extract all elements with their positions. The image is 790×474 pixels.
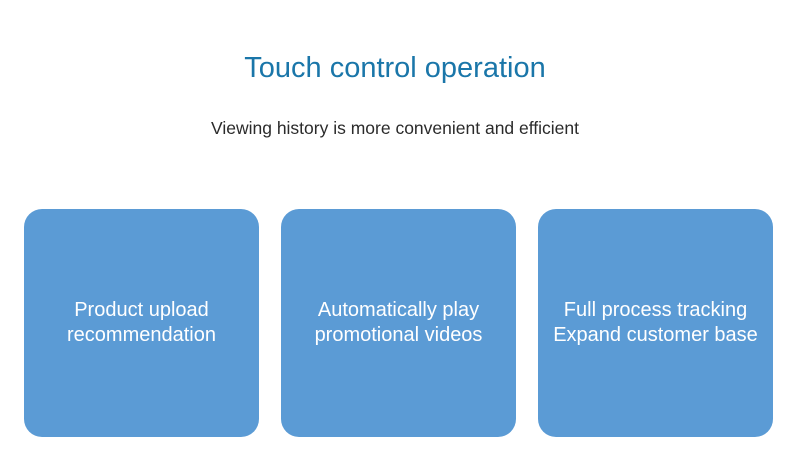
card-line: Product upload	[74, 299, 209, 321]
card-line: Automatically play	[317, 299, 480, 321]
feature-card-promotional-videos: Automatically play promotional videos	[281, 209, 516, 437]
card-line: Expand customer base	[553, 324, 758, 346]
page-subtitle: Viewing history is more convenient and e…	[210, 118, 580, 138]
feature-card-process-tracking: Full process tracking Expand customer ba…	[538, 209, 773, 437]
card-line: recommendation	[67, 324, 216, 346]
card-line: Full process tracking	[563, 299, 748, 321]
card-line: promotional videos	[314, 324, 483, 346]
page-title: Touch control operation	[244, 52, 546, 84]
feature-card-product-upload: Product upload recommendation	[24, 209, 259, 437]
